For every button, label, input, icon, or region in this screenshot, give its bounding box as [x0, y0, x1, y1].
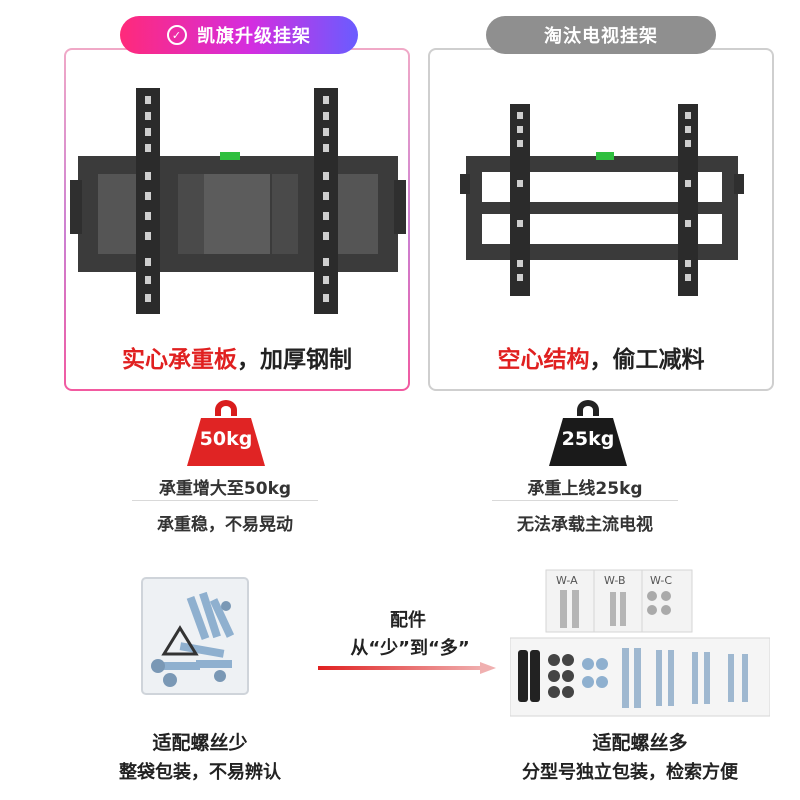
obsolete-weight-divider — [492, 500, 678, 501]
obsolete-caption-rest: ，偷工减料 — [589, 347, 705, 373]
arrow-line2: 从“少”到“多” — [350, 638, 470, 659]
obsolete-weight-line2: 无法承载主流电视 — [517, 515, 653, 535]
checkmark-icon: ✓ — [167, 25, 187, 45]
screw-bag-image — [141, 577, 249, 695]
upgrade-weight-line2: 承重稳，不易晃动 — [157, 515, 293, 535]
few-screws-subtitle: 整袋包装，不易辨认 — [119, 762, 281, 783]
weight-25kg-icon: 25kg — [545, 400, 631, 468]
many-screws-title: 适配螺丝多 — [592, 732, 688, 754]
kit-label-wb: W-B — [604, 574, 626, 587]
kit-label-wa: W-A — [556, 574, 578, 587]
upgrade-caption-highlight: 实心承重板 — [122, 347, 237, 373]
obsolete-caption: 空心结构，偷工减料 — [428, 340, 774, 374]
weight-50kg-label: 50kg — [199, 428, 253, 450]
screw-kit-image — [510, 569, 770, 717]
few-screws-title: 适配螺丝少 — [152, 732, 248, 754]
obsolete-caption-highlight: 空心结构 — [497, 347, 590, 373]
upgrade-badge-label: 凯旗升级挂架 — [197, 26, 311, 47]
weight-25kg-label: 25kg — [561, 428, 615, 450]
solid-bracket-image — [70, 88, 406, 314]
upgrade-weight-line1: 承重增大至50kg — [158, 479, 292, 499]
kit-label-wc: W-C — [650, 574, 673, 587]
arrow-right-icon — [318, 662, 496, 674]
hollow-bracket-image — [460, 104, 744, 296]
weight-50kg-icon: 50kg — [183, 400, 269, 468]
many-screws-subtitle: 分型号独立包装，检索方便 — [522, 762, 738, 783]
obsolete-badge-label: 淘汰电视挂架 — [544, 26, 658, 47]
upgrade-weight-divider — [132, 500, 318, 501]
upgrade-caption-rest: ，加厚钢制 — [237, 347, 352, 373]
upgrade-badge: ✓ 凯旗升级挂架 — [120, 16, 358, 54]
upgrade-caption: 实心承重板，加厚钢制 — [64, 340, 410, 374]
obsolete-badge: 淘汰电视挂架 — [486, 16, 716, 54]
obsolete-weight-line1: 承重上线25kg — [527, 479, 643, 499]
arrow-line1: 配件 — [390, 610, 426, 631]
